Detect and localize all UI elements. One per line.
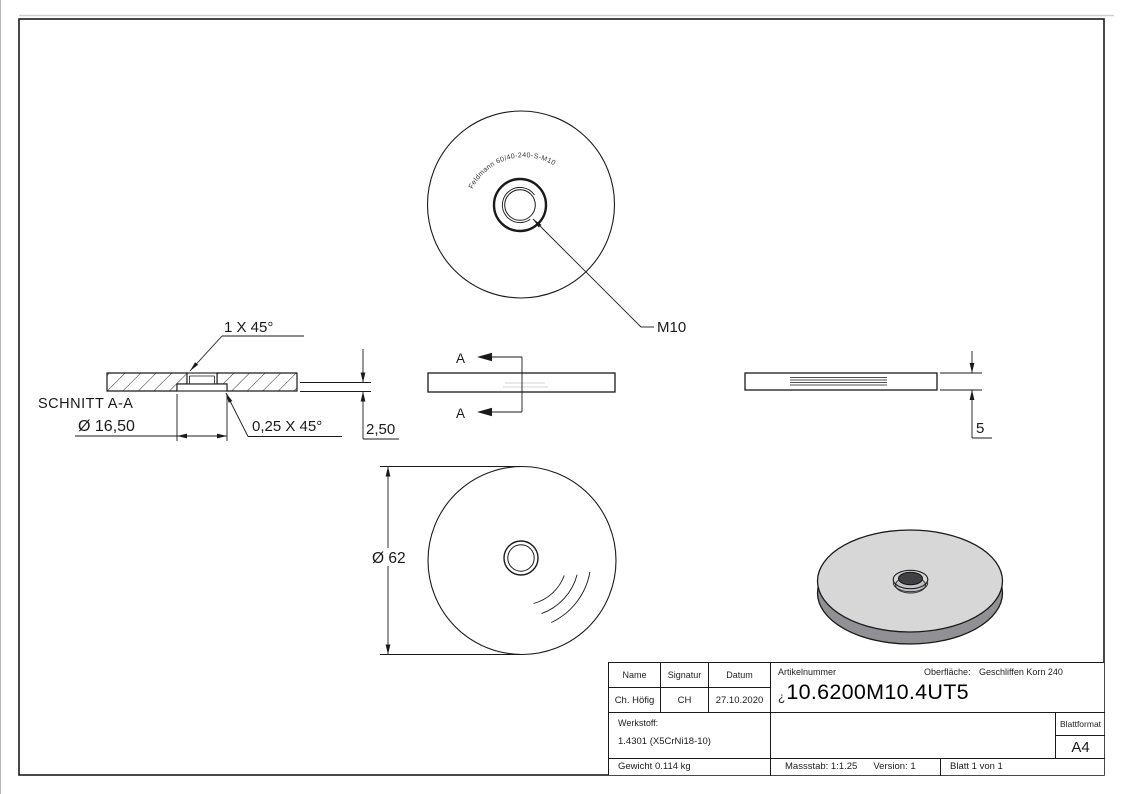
section-arrow-top	[477, 352, 492, 362]
dim-chamfer-bottom-text: 0,25 X 45°	[252, 418, 322, 435]
engraving-text: Feldmann 60/40-240-S-M10	[468, 152, 557, 190]
title-name-header: Name	[609, 663, 661, 688]
dim-chamfer-top: 1 X 45°	[189, 319, 304, 372]
sheet-format-label: Blattformat	[1056, 713, 1105, 736]
section-label-bottom: A	[456, 406, 465, 421]
dim-counterbore-diameter: Ø 16,50	[75, 394, 228, 441]
schnitt-label: SCHNITT A-A	[38, 396, 133, 412]
material-value: 1.4301 (X5CrNi18-10)	[618, 736, 711, 747]
surface-value: Geschliffen Korn 240	[979, 667, 1063, 677]
top-view-outer-circle	[426, 110, 616, 299]
front-view: A A	[427, 351, 616, 421]
title-article-cell: Artikelnummer Oberfläche: Geschliffen Ko…	[771, 663, 1105, 713]
section-view: Ø 16,50 1 X 45° 0,25 X 45° 2,50 S	[38, 319, 399, 441]
scale-value: Massstab: 1:1.25	[785, 761, 858, 772]
section-line	[477, 352, 523, 417]
sheet-format-value: A4	[1056, 736, 1105, 759]
title-date-value: 27.10.2020	[709, 688, 771, 713]
article-label: Artikelnummer	[778, 667, 837, 677]
article-number-row: ¿10.6200M10.4UT5	[778, 680, 969, 705]
dim-thickness: 5	[940, 351, 992, 439]
side-view: 5	[744, 351, 992, 439]
iso-view	[816, 529, 1004, 645]
bottom-hole-outer	[503, 540, 539, 576]
counterbore-circle	[492, 177, 548, 233]
section-arrow-bottom	[477, 407, 492, 417]
iso-hole-chamfer	[892, 582, 929, 593]
dim-outer-diameter-text: Ø 62	[372, 550, 406, 567]
iso-hole-thread	[898, 571, 923, 586]
engraving-textpath: Feldmann 60/40-240-S-M10	[468, 152, 556, 190]
drawing-frame	[18, 18, 1105, 776]
title-weight: Gewicht 0.114 kg	[609, 759, 771, 776]
title-signature-value: CH	[661, 688, 709, 713]
section-material-left	[106, 372, 188, 392]
section-label-top: A	[456, 351, 465, 366]
iso-hole-rim	[892, 569, 929, 590]
m10-leader	[532, 218, 654, 328]
m10-label: M10	[657, 319, 686, 336]
title-scale-cell: Massstab: 1:1.25 Version: 1	[771, 759, 941, 776]
surface-label: Oberfläche:	[924, 667, 971, 677]
dim-counterbore-diameter-text: Ø 16,50	[78, 418, 135, 435]
dim-chamfer-top-text: 1 X 45°	[224, 319, 273, 336]
version-value: Version: 1	[873, 761, 916, 772]
article-prefix: ¿	[778, 690, 786, 704]
bottom-view: Ø 62	[370, 465, 617, 656]
dim-thickness-text: 5	[976, 420, 984, 437]
article-number: 10.6200M10.4UT5	[786, 680, 969, 704]
top-view: Feldmann 60/40-240-S-M10 M10	[426, 110, 686, 336]
title-sheet: Blatt 1 von 1	[950, 761, 1003, 772]
dim-outer-diameter: Ø 62	[370, 466, 522, 655]
thread-hole-section	[186, 372, 218, 385]
title-material-cell: Werkstoff: 1.4301 (X5CrNi18-10)	[609, 713, 771, 759]
dim-chamfer-bottom: 0,25 X 45°	[225, 392, 342, 437]
title-block: Name Signatur Datum Ch. Höfig CH 27.10.2…	[608, 662, 1105, 776]
sheet-format-text: A4	[1071, 738, 1090, 756]
bottom-hole-inner	[507, 544, 535, 572]
bottom-view-outer-circle	[427, 465, 617, 656]
material-label: Werkstoff:	[618, 718, 659, 728]
side-view-outline	[744, 372, 938, 391]
title-empty-cell	[771, 713, 1056, 759]
section-material-right	[216, 372, 298, 392]
grinding-marks	[533, 571, 591, 623]
dim-counterbore-depth: 2,50	[300, 349, 399, 440]
m10-leader-arrow	[533, 219, 542, 228]
title-signature-header: Signatur	[661, 663, 709, 688]
title-date-header: Datum	[709, 663, 771, 688]
counterbore-section	[176, 383, 228, 392]
front-view-outline	[427, 372, 616, 393]
title-name-value: Ch. Höfig	[609, 688, 661, 713]
dim-counterbore-depth-text: 2,50	[366, 421, 395, 438]
thread-minor-circle	[504, 189, 536, 221]
